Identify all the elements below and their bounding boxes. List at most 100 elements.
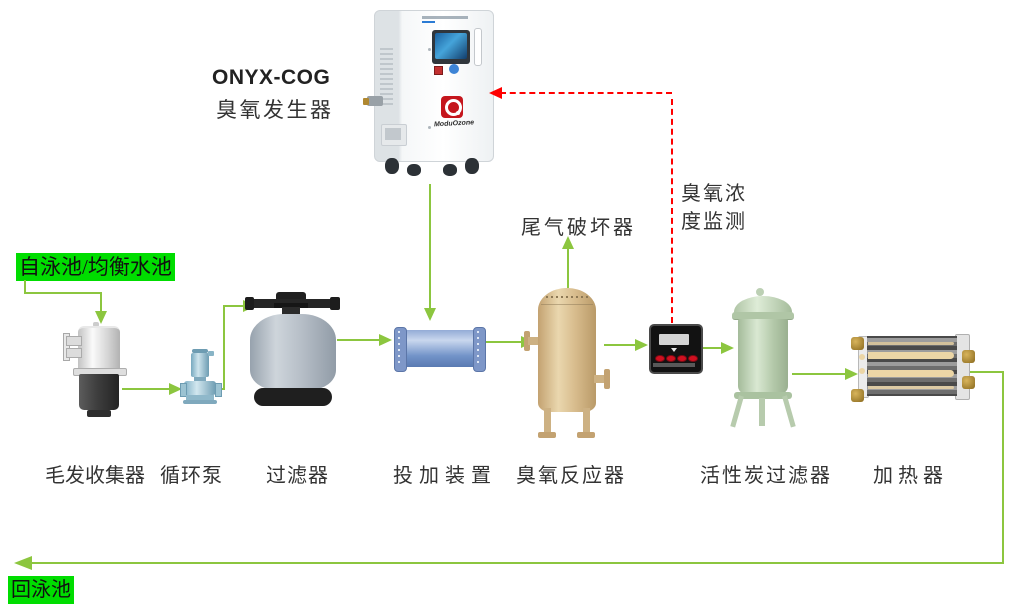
flow-line	[699, 347, 723, 349]
flow-line	[223, 305, 225, 390]
monitor-base-strip	[653, 363, 695, 367]
flow-arrow-right-icon	[635, 339, 648, 351]
monitor-button	[677, 355, 687, 362]
label-filter: 过滤器	[266, 465, 329, 487]
flow-line	[223, 305, 245, 307]
monitor-arrow-icon	[671, 348, 677, 352]
reactor-leg	[544, 408, 551, 434]
flow-arrow-up-icon	[562, 236, 574, 249]
heater-port	[859, 354, 865, 360]
carbon-filter-rim	[734, 392, 792, 399]
generator-handle	[474, 28, 482, 66]
pump-base	[186, 395, 214, 400]
ozone-feed-line	[429, 184, 431, 309]
label-hair-collector: 毛发收集器	[45, 465, 145, 487]
reactor-bolt-ring	[546, 296, 588, 298]
monitor-button	[655, 355, 665, 362]
hair-collector-side-bar	[63, 333, 70, 361]
generator-red-button	[434, 66, 443, 75]
generator-pipe-fitting	[363, 98, 369, 105]
label-dosing-device: 投加装置	[393, 465, 497, 487]
generator-model-label: ONYX-COG	[212, 66, 331, 89]
dosing-vessel	[401, 330, 477, 367]
generator-side-pipe	[367, 96, 383, 106]
signal-arrow-left-icon	[489, 87, 502, 99]
filter-tank	[250, 314, 336, 390]
caster-wheel	[465, 158, 479, 174]
pump-motor	[191, 353, 209, 377]
flow-line	[604, 344, 637, 346]
filter-pipe-cap	[245, 297, 254, 310]
label-circulation-pump: 循环泵	[160, 465, 223, 487]
signal-line-vertical	[671, 99, 673, 323]
flow-arrow-left-icon	[14, 556, 32, 570]
heater-port	[859, 368, 865, 374]
screw-icon	[428, 48, 431, 51]
signal-line-horizontal	[500, 92, 672, 94]
brass-fitting-icon	[851, 337, 864, 350]
brand-logo-ring-icon	[445, 99, 462, 116]
generator-nameplate	[422, 16, 468, 19]
flow-arrow-right-icon	[845, 368, 858, 380]
hair-collector-housing	[78, 326, 120, 372]
reactor-foot	[577, 432, 595, 438]
carbon-filter-leg	[782, 395, 796, 428]
filter-riser	[282, 307, 300, 316]
hair-collector-side-port	[66, 348, 82, 358]
screw-icon	[428, 126, 431, 129]
return-label: 回泳池	[8, 576, 74, 604]
filter-pipe-cap	[330, 297, 340, 310]
dosing-flange	[473, 327, 486, 372]
heater-element	[868, 370, 954, 377]
hair-collector-foot	[87, 410, 111, 417]
flow-line	[24, 280, 26, 293]
carbon-filter-leg	[759, 398, 765, 426]
hair-collector-side-port	[66, 336, 82, 346]
return-line	[966, 371, 1004, 373]
flow-line	[100, 292, 102, 312]
monitor-button	[688, 355, 698, 362]
tail-gas-destructor-label: 尾气破坏器	[521, 217, 636, 239]
flow-line	[482, 341, 523, 343]
flow-line	[792, 373, 847, 375]
caster-wheel	[407, 164, 421, 176]
flow-arrow-right-icon	[379, 334, 392, 346]
brand-logo-dot-icon	[456, 111, 460, 115]
pump-flange	[180, 383, 187, 397]
reactor-inlet-flange	[524, 331, 530, 351]
flow-arrow-right-icon	[721, 342, 734, 354]
source-label: 自泳池/均衡水池	[16, 253, 175, 281]
reactor-outlet-stem	[594, 375, 606, 383]
dosing-flange	[394, 327, 407, 372]
flow-line	[24, 292, 102, 294]
dosing-flange-bolts	[477, 331, 479, 367]
carbon-filter-body	[738, 319, 788, 394]
generator-vent-grille	[380, 48, 393, 106]
brass-fitting-icon	[851, 389, 864, 402]
return-line	[1002, 371, 1004, 564]
reactor-leg	[583, 408, 590, 434]
return-line	[28, 562, 1004, 564]
tail-gas-line	[567, 248, 569, 288]
dosing-flange-bolts	[398, 331, 400, 367]
monitor-button	[666, 355, 676, 362]
hair-collector-basket	[79, 374, 119, 410]
filter-base	[254, 388, 332, 406]
generator-blue-button	[449, 64, 459, 74]
flow-arrow-right-icon	[169, 383, 182, 395]
reactor-foot	[538, 432, 556, 438]
label-heater: 加热器	[873, 465, 948, 487]
flow-line	[337, 339, 381, 341]
reactor-vessel	[538, 288, 596, 412]
brass-fitting-icon	[962, 376, 975, 389]
carbon-filter-vent-knob	[756, 288, 764, 296]
label-activated-carbon-filter: 活性炭过滤器	[700, 465, 832, 487]
flow-arrow-down-icon	[424, 308, 436, 321]
monitor-display	[659, 334, 689, 345]
pump-junction-box	[208, 351, 214, 356]
carbon-filter-dome	[734, 296, 792, 316]
label-ozone-reactor: 臭氧反应器	[516, 465, 626, 487]
filter-valve-lip	[274, 303, 308, 308]
heater-element	[868, 342, 954, 345]
